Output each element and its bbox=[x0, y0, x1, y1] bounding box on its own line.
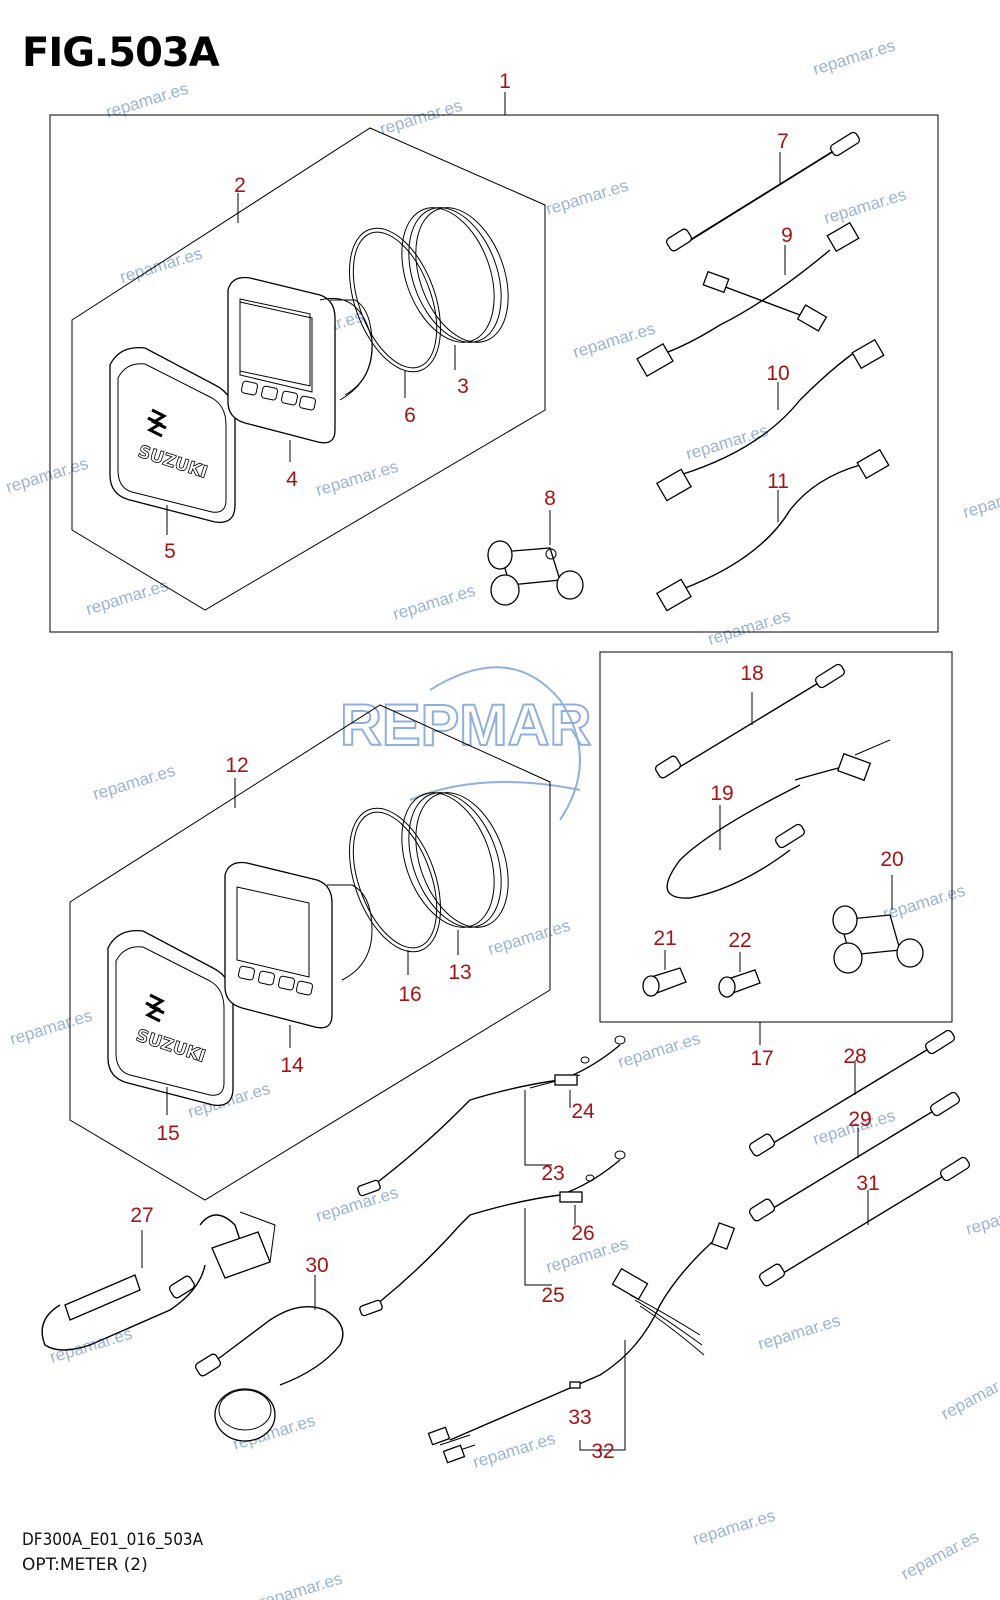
callout-15: 15 bbox=[156, 1122, 179, 1145]
watermark-text: repamar.es bbox=[391, 581, 478, 624]
callout-27: 27 bbox=[130, 1204, 153, 1227]
watermark-layer: repamar.es repamar.es repamar.es repamar… bbox=[4, 36, 1000, 1600]
figure-subtitle: OPT:METER (2) bbox=[22, 1555, 148, 1575]
watermark-text: repamar.es bbox=[811, 36, 898, 79]
watermark-text: repamar.es bbox=[91, 761, 178, 804]
callout-31: 31 bbox=[856, 1172, 879, 1195]
callout-25: 25 bbox=[541, 1284, 564, 1307]
watermark-text: repamar.es bbox=[471, 1429, 558, 1472]
o-ring-bottom bbox=[348, 807, 442, 975]
harness-32 bbox=[427, 1222, 736, 1464]
sensor-27 bbox=[41, 1211, 276, 1351]
watermark-text: repamar.es bbox=[961, 479, 1000, 522]
cable-31 bbox=[758, 1156, 971, 1287]
watermark-text: repamar.es bbox=[706, 606, 793, 649]
right-group-box bbox=[599, 651, 953, 1045]
meter-cover-bottom: SUZUKI bbox=[107, 929, 234, 1115]
cable-7 bbox=[665, 131, 861, 252]
meter-packaging-box-bottom bbox=[69, 704, 551, 1201]
t-connector-20 bbox=[832, 875, 924, 974]
figure-code: DF300A_E01_016_503A bbox=[22, 1530, 204, 1550]
terminator-21 bbox=[642, 950, 687, 997]
watermark-logo: REPMAR bbox=[339, 666, 592, 821]
callout-9: 9 bbox=[781, 224, 793, 247]
watermark-text: repamar.es bbox=[544, 176, 631, 219]
figure-title: FIG.503A bbox=[22, 30, 220, 76]
harness-23 bbox=[357, 1035, 626, 1197]
harness-9 bbox=[636, 221, 860, 378]
callout-5: 5 bbox=[164, 540, 176, 563]
watermark-text: repamar.es bbox=[258, 1569, 345, 1600]
watermark-text: repamar.es bbox=[378, 96, 465, 139]
callout-19: 19 bbox=[710, 782, 733, 805]
callout-1: 1 bbox=[499, 70, 511, 93]
callout-22: 22 bbox=[728, 929, 751, 952]
nut-ring-bottom bbox=[401, 792, 509, 955]
callout-16: 16 bbox=[398, 983, 421, 1006]
antenna-30 bbox=[194, 1275, 344, 1442]
watermark-text: repamar.es bbox=[822, 185, 909, 228]
harness-25 bbox=[359, 1150, 626, 1317]
watermark-text: repamar.es bbox=[118, 244, 205, 287]
watermark-text: repamar.es bbox=[8, 1006, 95, 1049]
callout-32: 32 bbox=[591, 1440, 614, 1463]
callout-26: 26 bbox=[571, 1222, 594, 1245]
harness-11 bbox=[655, 448, 890, 612]
cable-18 bbox=[654, 663, 846, 779]
watermark-text: repamar.es bbox=[486, 916, 573, 959]
callout-13: 13 bbox=[448, 961, 471, 984]
callout-23: 23 bbox=[541, 1162, 564, 1185]
cable-19 bbox=[666, 739, 891, 899]
watermark-text: repamar.es bbox=[314, 1183, 401, 1226]
callout-2: 2 bbox=[234, 174, 246, 197]
harness-10 bbox=[655, 338, 885, 502]
watermark-text: repamar.es bbox=[48, 1324, 135, 1367]
callout-3: 3 bbox=[457, 375, 469, 398]
o-ring-top bbox=[348, 227, 442, 398]
callout-12: 12 bbox=[225, 754, 248, 777]
callout-33: 33 bbox=[568, 1406, 591, 1429]
callout-10: 10 bbox=[766, 362, 789, 385]
callout-21: 21 bbox=[653, 927, 676, 950]
callout-24: 24 bbox=[571, 1100, 595, 1123]
meter-display-top bbox=[227, 276, 373, 462]
callout-30: 30 bbox=[305, 1254, 328, 1277]
watermark-text: repamar.es bbox=[964, 1196, 1000, 1239]
callout-18: 18 bbox=[740, 662, 763, 685]
meter-packaging-box-top bbox=[71, 127, 546, 611]
watermark-text: repamar.es bbox=[684, 421, 771, 464]
cable-29 bbox=[748, 1091, 961, 1222]
watermark-text: repamar.es bbox=[898, 1527, 982, 1584]
meter-cover-top: SUZUKI bbox=[109, 346, 236, 535]
nut-ring-top bbox=[401, 207, 509, 370]
watermark-text: repamar.es bbox=[314, 457, 401, 500]
callout-29: 29 bbox=[848, 1108, 871, 1131]
watermark-logo-text: REPMAR bbox=[340, 693, 591, 758]
watermark-text: repamar.es bbox=[691, 1506, 778, 1549]
callout-labels: 1 2 3 4 5 6 7 8 9 10 11 12 13 14 15 16 1… bbox=[130, 70, 903, 1463]
callout-11: 11 bbox=[767, 470, 789, 493]
callout-8: 8 bbox=[544, 487, 556, 510]
watermark-text: repamar.es bbox=[4, 454, 91, 497]
callout-28: 28 bbox=[843, 1045, 866, 1068]
watermark-text: repamar.es bbox=[938, 1367, 1000, 1424]
watermark-text: repamar.es bbox=[84, 576, 171, 619]
callout-17: 17 bbox=[750, 1047, 773, 1070]
t-connector-8 bbox=[487, 510, 584, 606]
meter-display-bottom bbox=[224, 861, 373, 1048]
callout-4: 4 bbox=[286, 468, 298, 491]
callout-14: 14 bbox=[280, 1054, 304, 1077]
callout-20: 20 bbox=[880, 848, 903, 871]
callout-6: 6 bbox=[404, 404, 416, 427]
cable-28 bbox=[748, 1029, 956, 1157]
terminator-22 bbox=[718, 952, 761, 998]
watermark-text: repamar.es bbox=[881, 881, 968, 924]
callout-7: 7 bbox=[777, 130, 789, 153]
watermark-text: repamar.es bbox=[616, 1029, 703, 1072]
watermark-text: repamar.es bbox=[756, 1311, 843, 1354]
top-group-box bbox=[49, 92, 939, 633]
